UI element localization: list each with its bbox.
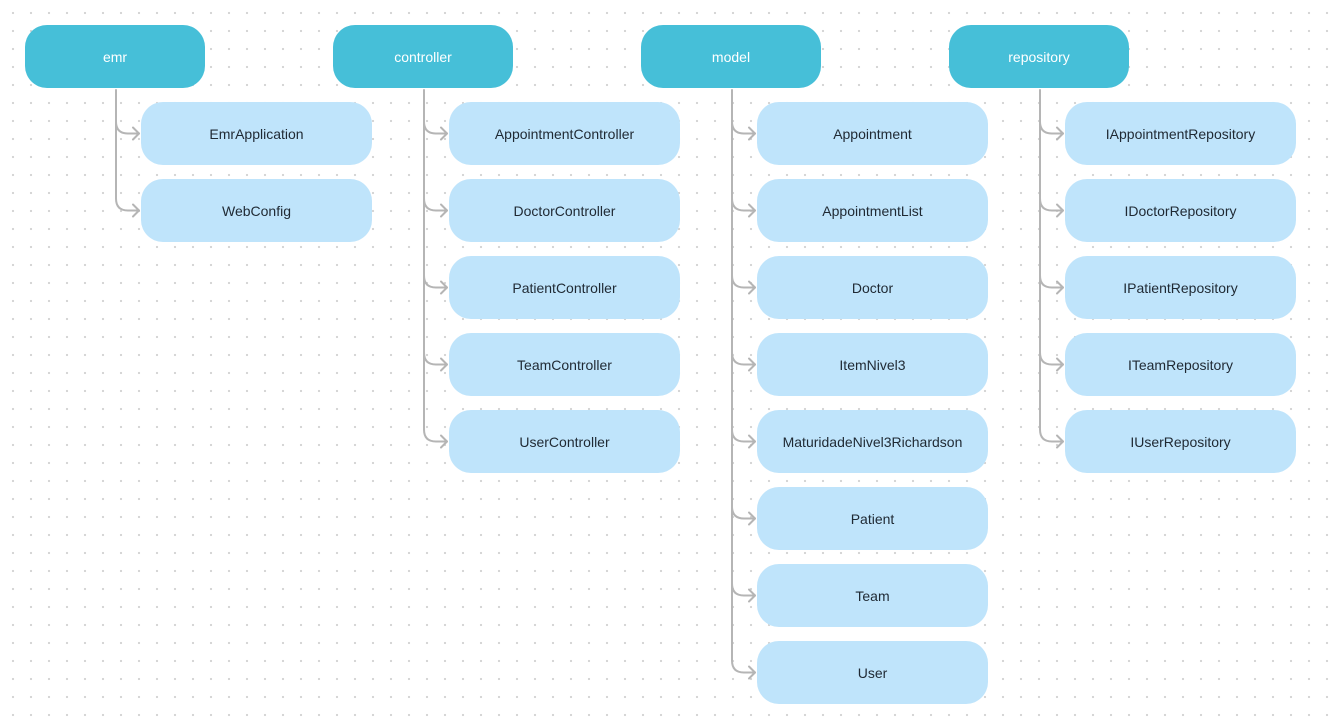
connector-elbow <box>423 197 448 212</box>
class-node[interactable]: MaturidadeNivel3Richardson <box>757 410 988 473</box>
connectors-model <box>731 89 756 680</box>
package-model: model Appointment AppointmentList Doctor… <box>641 0 1001 724</box>
connector-arrowhead <box>748 280 756 295</box>
connector-elbow <box>423 351 448 366</box>
connector-arrowhead <box>748 665 756 680</box>
connector-arrowhead <box>132 126 140 141</box>
connector-arrowhead <box>440 434 448 449</box>
connector-elbow <box>731 582 756 597</box>
package-node-controller[interactable]: controller <box>333 25 513 88</box>
connector-arrowhead <box>1056 280 1064 295</box>
connector-elbow <box>1039 120 1064 135</box>
package-node-repository[interactable]: repository <box>949 25 1129 88</box>
connector-arrowhead <box>440 280 448 295</box>
class-node[interactable]: IPatientRepository <box>1065 256 1296 319</box>
class-node[interactable]: User <box>757 641 988 704</box>
package-emr: emr EmrApplication WebConfig <box>25 0 385 724</box>
class-node[interactable]: ItemNivel3 <box>757 333 988 396</box>
connector-elbow <box>731 505 756 520</box>
connectors-controller <box>423 89 448 449</box>
connector-elbow <box>731 120 756 135</box>
connector-arrowhead <box>748 434 756 449</box>
package-repository: repository IAppointmentRepository IDocto… <box>949 0 1309 724</box>
connector-elbow <box>731 197 756 212</box>
connector-elbow <box>731 428 756 443</box>
class-node[interactable]: AppointmentController <box>449 102 680 165</box>
connector-elbow <box>115 197 140 212</box>
connector-arrowhead <box>1056 203 1064 218</box>
connectors-emr <box>115 89 140 218</box>
connector-elbow <box>423 274 448 289</box>
class-node[interactable]: ITeamRepository <box>1065 333 1296 396</box>
connector-arrowhead <box>748 203 756 218</box>
connector-arrowhead <box>440 203 448 218</box>
class-node[interactable]: IUserRepository <box>1065 410 1296 473</box>
class-node[interactable]: DoctorController <box>449 179 680 242</box>
connector-elbow <box>731 659 756 674</box>
connector-elbow <box>423 428 448 443</box>
package-node-emr[interactable]: emr <box>25 25 205 88</box>
connector-elbow <box>423 120 448 135</box>
connector-arrowhead <box>1056 126 1064 141</box>
class-node[interactable]: IDoctorRepository <box>1065 179 1296 242</box>
package-node-model[interactable]: model <box>641 25 821 88</box>
connector-elbow <box>731 274 756 289</box>
connector-elbow <box>1039 351 1064 366</box>
class-node[interactable]: Team <box>757 564 988 627</box>
class-node[interactable]: IAppointmentRepository <box>1065 102 1296 165</box>
connector-arrowhead <box>1056 434 1064 449</box>
class-node[interactable]: AppointmentList <box>757 179 988 242</box>
connector-elbow <box>115 120 140 135</box>
class-node[interactable]: Appointment <box>757 102 988 165</box>
connector-elbow <box>1039 428 1064 443</box>
connector-elbow <box>1039 197 1064 212</box>
connector-arrowhead <box>748 511 756 526</box>
connector-elbow <box>731 351 756 366</box>
connector-arrowhead <box>748 126 756 141</box>
class-node[interactable]: Patient <box>757 487 988 550</box>
connector-arrowhead <box>132 203 140 218</box>
connector-arrowhead <box>440 126 448 141</box>
class-node[interactable]: WebConfig <box>141 179 372 242</box>
package-controller: controller AppointmentController DoctorC… <box>333 0 693 724</box>
connector-arrowhead <box>440 357 448 372</box>
class-node[interactable]: TeamController <box>449 333 680 396</box>
class-node[interactable]: PatientController <box>449 256 680 319</box>
connector-arrowhead <box>748 357 756 372</box>
class-node[interactable]: EmrApplication <box>141 102 372 165</box>
connectors-repository <box>1039 89 1064 449</box>
connector-elbow <box>1039 274 1064 289</box>
connector-arrowhead <box>1056 357 1064 372</box>
connector-arrowhead <box>748 588 756 603</box>
class-node[interactable]: Doctor <box>757 256 988 319</box>
class-node[interactable]: UserController <box>449 410 680 473</box>
